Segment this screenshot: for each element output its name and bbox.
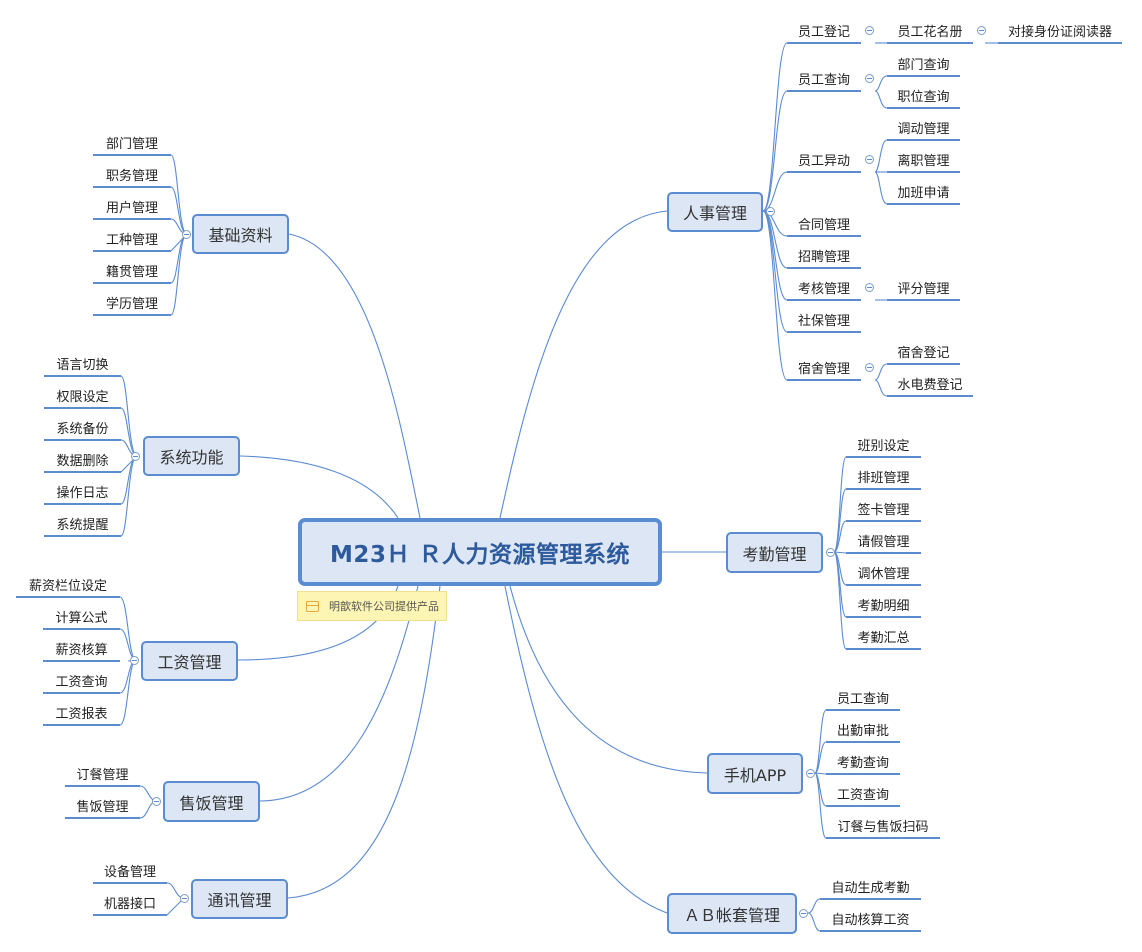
- collapse-toggle-icon[interactable]: [766, 207, 775, 216]
- branch-gongzi[interactable]: 工资管理: [141, 641, 238, 681]
- collapse-toggle-icon[interactable]: [131, 452, 140, 461]
- branch-shoufan[interactable]: 售饭管理: [163, 781, 260, 822]
- leaf-mingxi[interactable]: 考勤明细: [846, 593, 921, 618]
- collapse-toggle-icon[interactable]: [865, 155, 874, 164]
- leaf-dengji[interactable]: 员工登记: [787, 19, 861, 44]
- leaf-qingjia[interactable]: 请假管理: [846, 529, 921, 554]
- collapse-toggle-icon[interactable]: [152, 797, 161, 806]
- leaf-rizhi[interactable]: 操作日志: [44, 480, 121, 505]
- collapse-toggle-icon[interactable]: [865, 74, 874, 83]
- leaf-app-kaoqin[interactable]: 考勤查询: [826, 750, 900, 775]
- leaf-baobiao[interactable]: 工资报表: [43, 701, 120, 726]
- central-topic[interactable]: M23Ｈ Ｒ人力资源管理系统: [298, 518, 662, 586]
- leaf-shenfenzheng[interactable]: 对接身份证阅读器: [998, 19, 1122, 44]
- leaf-app-yuangong[interactable]: 员工查询: [826, 686, 900, 711]
- collapse-toggle-icon[interactable]: [806, 769, 815, 778]
- connector-shoufan: [259, 585, 419, 802]
- leaf-huamingce[interactable]: 员工花名册: [887, 19, 973, 44]
- leaf-quanxian[interactable]: 权限设定: [44, 384, 121, 409]
- leaf-qianka[interactable]: 签卡管理: [846, 497, 921, 522]
- leaf-beifen[interactable]: 系统备份: [44, 416, 121, 441]
- leaf-sushedengji[interactable]: 宿舍登记: [887, 340, 960, 365]
- leaf-shebei[interactable]: 设备管理: [93, 859, 167, 884]
- leaf-gongzhong[interactable]: 工种管理: [93, 227, 171, 252]
- leaf-ab-kaoqin[interactable]: 自动生成考勤: [820, 875, 921, 900]
- leaf-hesuan[interactable]: 薪资核算: [43, 637, 120, 662]
- leaf-jiaban[interactable]: 加班申请: [887, 180, 960, 205]
- connector-ab: [504, 585, 668, 914]
- leaf-dingcan[interactable]: 订餐管理: [65, 762, 140, 787]
- leaf-bumen[interactable]: 部门管理: [93, 131, 171, 156]
- branch-xitong[interactable]: 系统功能: [143, 436, 240, 476]
- collapse-toggle-icon[interactable]: [826, 548, 835, 557]
- leaf-yidong[interactable]: 员工异动: [787, 148, 861, 173]
- leaf-pingfen[interactable]: 评分管理: [887, 276, 960, 301]
- leaf-app-chuqin[interactable]: 出勤审批: [826, 718, 900, 743]
- leaf-kaohe[interactable]: 考核管理: [787, 276, 861, 301]
- leaf-tixing[interactable]: 系统提醒: [44, 512, 121, 537]
- connector-tongxun: [287, 585, 441, 899]
- leaf-jiguan[interactable]: 籍贯管理: [93, 259, 171, 284]
- connector-renshi: [499, 210, 668, 519]
- leaf-xueli[interactable]: 学历管理: [93, 291, 171, 316]
- leaf-huizong[interactable]: 考勤汇总: [846, 625, 921, 650]
- leaf-banbie[interactable]: 班别设定: [846, 433, 921, 458]
- leaf-yuangongchaxun[interactable]: 员工查询: [787, 67, 861, 92]
- leaf-app-dingcan[interactable]: 订餐与售饭扫码: [826, 814, 940, 839]
- branch-tongxun[interactable]: 通讯管理: [191, 879, 288, 919]
- connector-app: [509, 585, 708, 774]
- leaf-diaodong[interactable]: 调动管理: [887, 116, 960, 141]
- central-note: 明歆软件公司提供产品: [297, 591, 447, 621]
- leaf-zhiwu[interactable]: 职务管理: [93, 163, 171, 188]
- connector-xitong: [239, 455, 399, 519]
- leaf-tiaoxiu[interactable]: 调休管理: [846, 561, 921, 586]
- collapse-toggle-icon[interactable]: [977, 26, 986, 35]
- collapse-toggle-icon[interactable]: [799, 909, 808, 918]
- branch-kaoqin[interactable]: 考勤管理: [726, 532, 823, 573]
- branch-renshi[interactable]: 人事管理: [667, 192, 763, 232]
- leaf-hetong[interactable]: 合同管理: [787, 212, 861, 237]
- leaf-ab-gongzi[interactable]: 自动核算工资: [820, 907, 921, 932]
- leaf-app-gongzi[interactable]: 工资查询: [826, 782, 900, 807]
- leaf-sushe[interactable]: 宿舍管理: [787, 356, 861, 381]
- collapse-toggle-icon[interactable]: [130, 656, 139, 665]
- leaf-yonghu[interactable]: 用户管理: [93, 195, 171, 220]
- leaf-yuyan[interactable]: 语言切换: [44, 352, 121, 377]
- note-icon: [306, 600, 319, 612]
- leaf-lizhi[interactable]: 离职管理: [887, 148, 960, 173]
- leaf-bumenchaxun[interactable]: 部门查询: [887, 52, 960, 77]
- collapse-toggle-icon[interactable]: [865, 363, 874, 372]
- collapse-toggle-icon[interactable]: [180, 894, 189, 903]
- collapse-toggle-icon[interactable]: [865, 26, 874, 35]
- branch-app[interactable]: 手机APP: [707, 753, 803, 794]
- leaf-gongzichaxun[interactable]: 工资查询: [43, 669, 120, 694]
- note-text: 明歆软件公司提供产品: [329, 600, 439, 613]
- connector-jichu: [288, 233, 421, 519]
- collapse-toggle-icon[interactable]: [865, 283, 874, 292]
- leaf-shuidian[interactable]: 水电费登记: [887, 372, 973, 397]
- branch-jichu[interactable]: 基础资料: [192, 214, 289, 254]
- leaf-shebao[interactable]: 社保管理: [787, 308, 861, 333]
- leaf-paiban[interactable]: 排班管理: [846, 465, 921, 490]
- leaf-jisuan[interactable]: 计算公式: [43, 605, 120, 630]
- leaf-jiqi[interactable]: 机器接口: [93, 891, 167, 916]
- leaf-zhiweichaxun[interactable]: 职位查询: [887, 84, 960, 109]
- collapse-toggle-icon[interactable]: [182, 230, 191, 239]
- leaf-shanchu[interactable]: 数据删除: [44, 448, 121, 473]
- branch-ab[interactable]: ＡＢ帐套管理: [667, 893, 797, 934]
- leaf-zhaopin[interactable]: 招聘管理: [787, 244, 861, 269]
- leaf-shoufan[interactable]: 售饭管理: [65, 794, 140, 819]
- leaf-xinzilanwei[interactable]: 薪资栏位设定: [16, 573, 120, 598]
